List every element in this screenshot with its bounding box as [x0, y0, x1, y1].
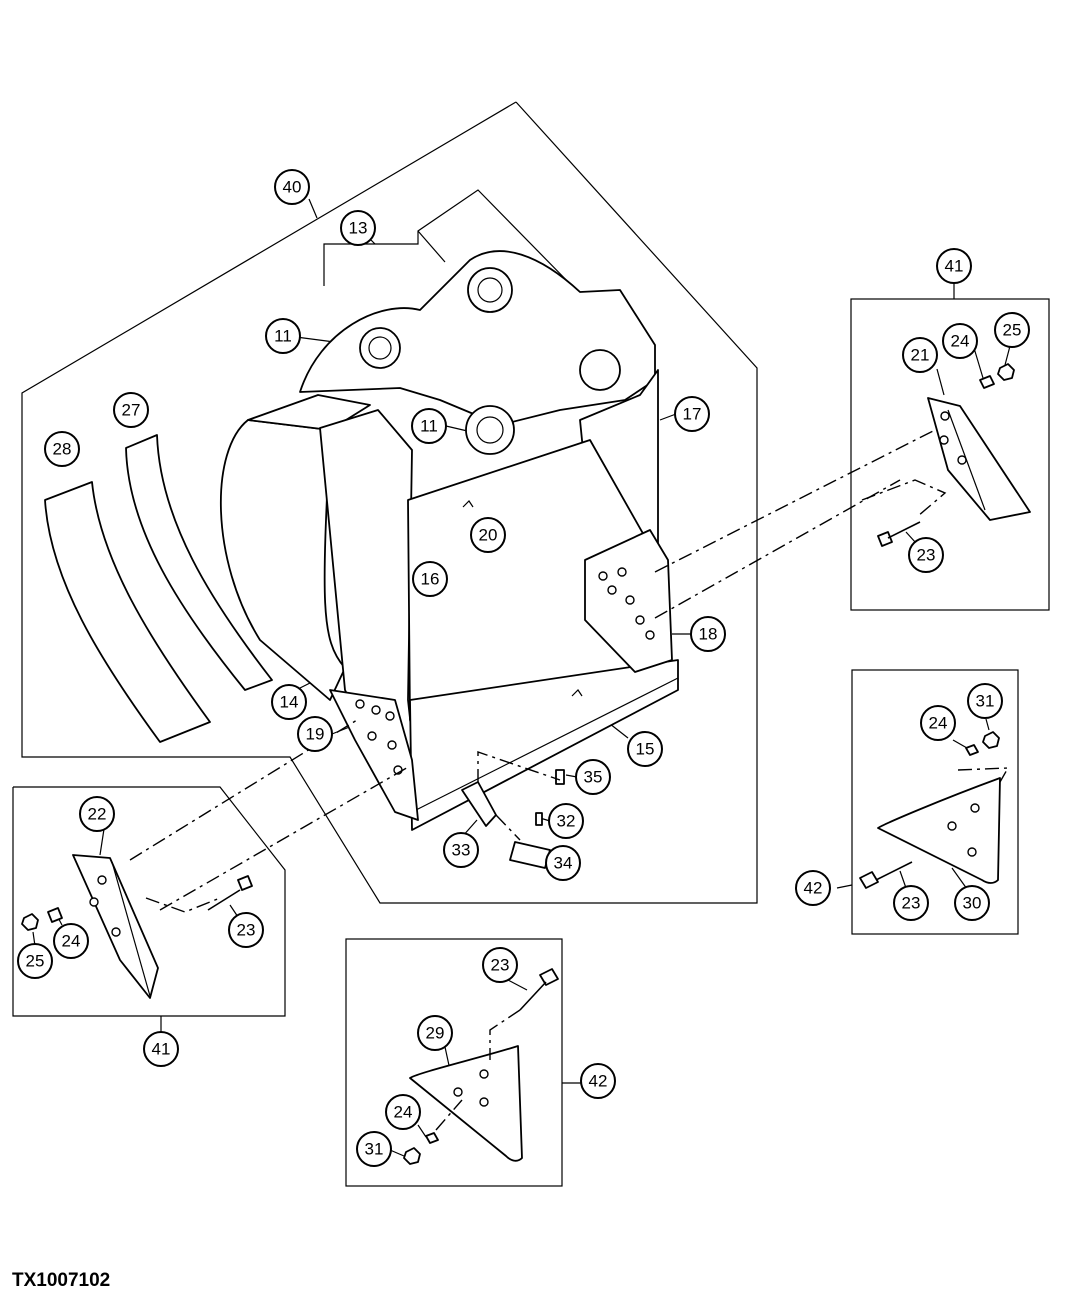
- svg-text:30: 30: [963, 894, 982, 913]
- callout-23-bottom: 23: [482, 947, 518, 983]
- svg-text:35: 35: [584, 768, 603, 787]
- callout-19: 19: [297, 716, 333, 752]
- svg-text:24: 24: [929, 714, 948, 733]
- wear-strip-27: [125, 434, 273, 691]
- svg-text:11: 11: [420, 417, 438, 436]
- callout-23-right-bottom: 23: [893, 885, 929, 921]
- side-plate-30: [859, 731, 1010, 889]
- svg-text:32: 32: [557, 812, 576, 831]
- callout-42-bottom: 42: [580, 1063, 616, 1099]
- svg-text:23: 23: [491, 956, 510, 975]
- callout-31-right: 31: [967, 683, 1003, 719]
- svg-text:17: 17: [683, 405, 702, 424]
- svg-text:23: 23: [917, 546, 936, 565]
- svg-text:41: 41: [945, 257, 964, 276]
- svg-text:18: 18: [699, 625, 718, 644]
- callout-24-left: 24: [53, 923, 89, 959]
- callout-18: 18: [690, 616, 726, 652]
- callout-41-right: 41: [936, 248, 972, 284]
- kit-box-41-right: [850, 298, 1050, 611]
- callout-20: 20: [470, 517, 506, 553]
- callout-32: 32: [548, 803, 584, 839]
- svg-text:41: 41: [152, 1040, 171, 1059]
- tooth-assembly: [461, 751, 565, 869]
- svg-text:24: 24: [951, 332, 970, 351]
- wear-strip-28: [44, 481, 211, 743]
- svg-text:22: 22: [88, 805, 107, 824]
- callout-24-right-bottom: 24: [920, 705, 956, 741]
- svg-text:34: 34: [554, 854, 573, 873]
- kit-box-42-right: [851, 669, 1019, 935]
- callout-29: 29: [417, 1015, 453, 1051]
- kit-box-41-left: [12, 786, 286, 1017]
- svg-text:24: 24: [62, 932, 81, 951]
- svg-text:28: 28: [53, 440, 72, 459]
- svg-text:24: 24: [394, 1103, 413, 1122]
- callout-42-right: 42: [795, 870, 831, 906]
- callout-11-upper: 11: [265, 318, 301, 354]
- callout-35: 35: [575, 759, 611, 795]
- callout-24-bottom: 24: [385, 1094, 421, 1130]
- assembly-boundary-40: [21, 101, 758, 904]
- centerline-right-lower: [654, 479, 901, 619]
- svg-text:19: 19: [306, 725, 325, 744]
- centerline-left-lower: [159, 765, 411, 911]
- side-plate-29: [403, 968, 559, 1165]
- callout-33: 33: [443, 832, 479, 868]
- svg-text:27: 27: [122, 401, 141, 420]
- callout-14: 14: [271, 684, 307, 720]
- side-cutter-22: [21, 854, 253, 999]
- svg-text:42: 42: [804, 879, 823, 898]
- callout-25-left: 25: [17, 943, 53, 979]
- svg-text:25: 25: [1003, 321, 1022, 340]
- callout-25-right: 25: [994, 312, 1030, 348]
- callout-15: 15: [627, 731, 663, 767]
- callout-16: 16: [412, 561, 448, 597]
- svg-text:23: 23: [237, 921, 256, 940]
- callout-41-left: 41: [143, 1031, 179, 1067]
- callout-11-lower: 11: [411, 408, 447, 444]
- svg-text:20: 20: [479, 526, 498, 545]
- callout-23-right: 23: [908, 537, 944, 573]
- svg-text:15: 15: [636, 740, 655, 759]
- svg-text:33: 33: [452, 841, 471, 860]
- figure-id: TX1007102: [12, 1270, 111, 1291]
- svg-text:13: 13: [349, 219, 368, 238]
- centerline-right-upper: [654, 429, 936, 573]
- svg-text:16: 16: [421, 570, 440, 589]
- callout-34: 34: [545, 845, 581, 881]
- callout-28: 28: [44, 431, 80, 467]
- svg-text:31: 31: [365, 1140, 384, 1159]
- svg-text:40: 40: [283, 178, 302, 197]
- callout-23-left: 23: [228, 912, 264, 948]
- callout-22: 22: [79, 796, 115, 832]
- svg-text:25: 25: [26, 952, 45, 971]
- callout-21: 21: [902, 337, 938, 373]
- callout-27: 27: [113, 392, 149, 428]
- callout-40: 40: [274, 169, 310, 205]
- svg-text:23: 23: [902, 894, 921, 913]
- callout-17: 17: [674, 396, 710, 432]
- svg-text:21: 21: [911, 346, 930, 365]
- svg-text:29: 29: [426, 1024, 445, 1043]
- svg-text:11: 11: [274, 327, 292, 346]
- callout-24-right: 24: [942, 323, 978, 359]
- callout-13: 13: [340, 210, 376, 246]
- callout-30: 30: [954, 885, 990, 921]
- bucket-body: [220, 250, 679, 831]
- side-cutter-21: [861, 363, 1031, 547]
- svg-text:14: 14: [280, 693, 299, 712]
- svg-text:42: 42: [589, 1072, 608, 1091]
- kit-box-42-bottom: [345, 938, 563, 1187]
- callout-31-bottom: 31: [356, 1131, 392, 1167]
- svg-text:31: 31: [976, 692, 995, 711]
